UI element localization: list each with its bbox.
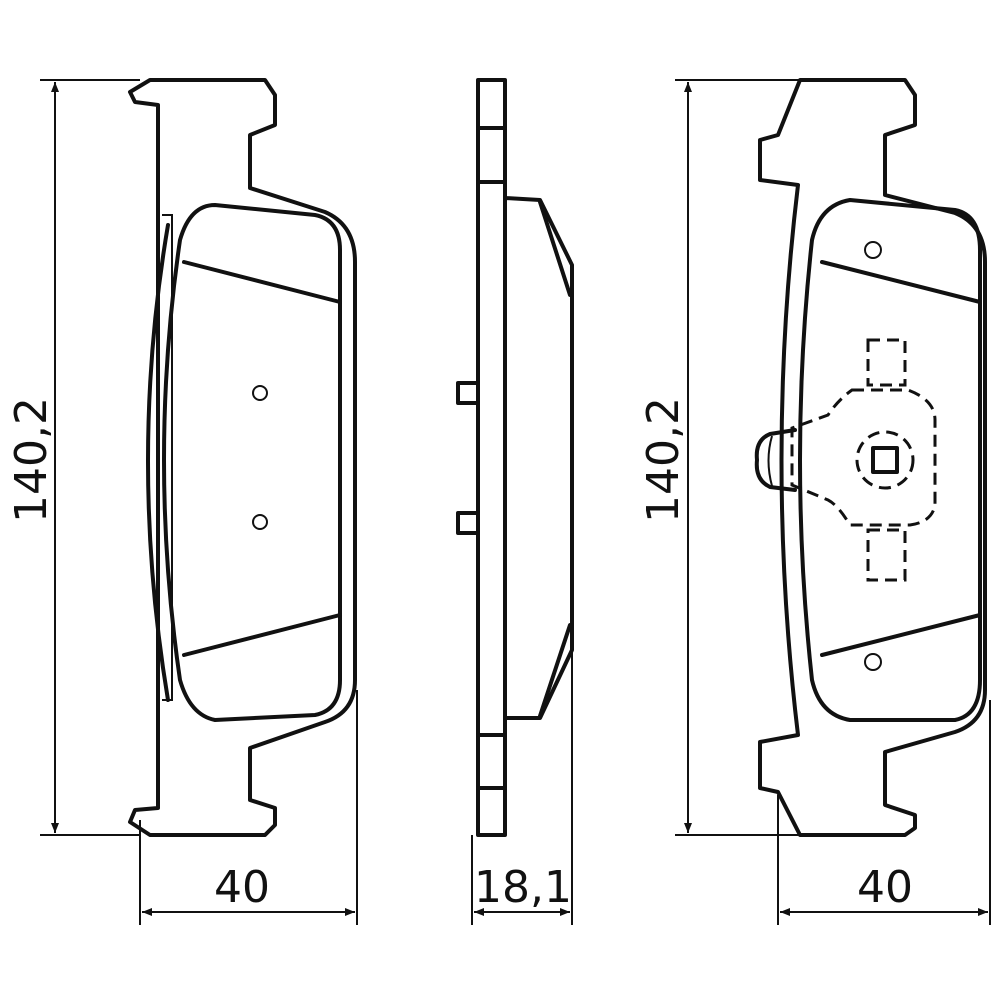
sensor-clip: [754, 338, 937, 582]
backing-plate-side: [476, 78, 507, 837]
hole-icon: [252, 514, 268, 530]
width-dimension-right: 40: [857, 862, 913, 913]
friction-material: [162, 203, 342, 722]
connector-icon: [871, 446, 899, 474]
side-view: [456, 78, 574, 837]
dimension-lines: [40, 79, 991, 925]
pin: [456, 511, 480, 535]
wear-line-bottom: [820, 613, 982, 657]
friction-material: [798, 198, 982, 722]
backing-plate-outline: [128, 78, 357, 837]
friction-side: [503, 196, 574, 720]
plate-tab-edge: [162, 214, 173, 701]
width-dimension-left: 40: [214, 862, 270, 913]
plate-curve: [146, 223, 170, 702]
front-view: [128, 78, 357, 837]
wear-line-top: [820, 260, 982, 304]
wear-line-bottom: [182, 613, 342, 657]
thickness-dimension: 18,1: [474, 862, 572, 913]
hole-icon: [252, 385, 268, 401]
rear-view: [754, 78, 987, 837]
height-dimension-right: 140,2: [638, 397, 689, 523]
height-dimension-left: 140,2: [6, 397, 57, 523]
wear-line-top: [182, 260, 342, 304]
pin: [456, 381, 480, 405]
